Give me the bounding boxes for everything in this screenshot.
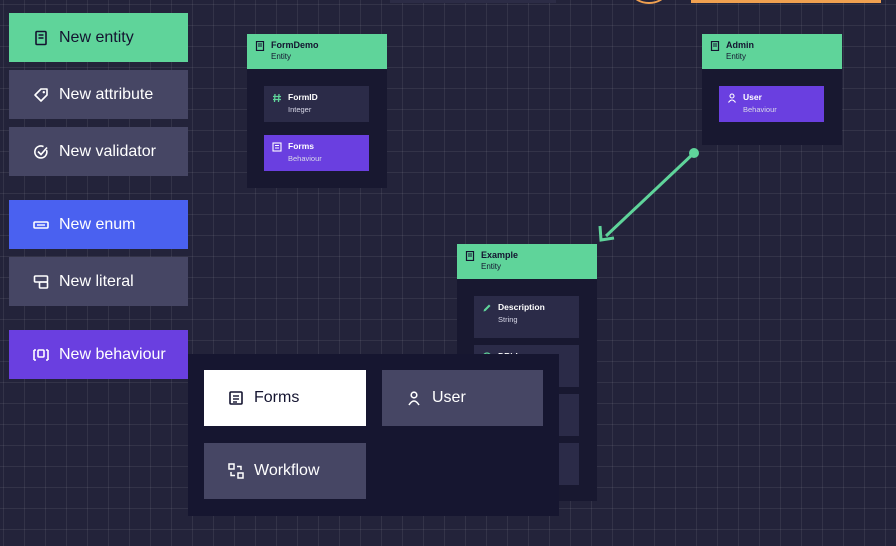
entity-name: Example — [481, 250, 519, 260]
behaviour-option-forms[interactable]: Forms — [204, 370, 366, 426]
pen-icon — [483, 304, 491, 312]
attribute-forms[interactable]: Forms Behaviour — [264, 135, 369, 171]
attribute-type: Behaviour — [288, 154, 322, 163]
attribute-type: Behaviour — [743, 105, 777, 114]
new-entity-label: New entity — [59, 28, 134, 46]
workflow-icon — [228, 463, 244, 479]
new-behaviour-button[interactable]: New behaviour — [9, 330, 188, 379]
attribute-description[interactable]: Description String — [474, 296, 579, 338]
entity-icon — [465, 251, 475, 261]
attribute-user[interactable]: User Behaviour — [719, 86, 824, 122]
check-circle-icon — [33, 144, 49, 160]
new-validator-label: New validator — [59, 142, 156, 160]
behaviour-picker-menu: Forms User Workflow — [188, 354, 559, 516]
form-icon — [229, 391, 243, 405]
new-enum-button[interactable]: New enum — [9, 200, 188, 249]
entity-type: Entity — [726, 52, 747, 61]
new-attribute-label: New attribute — [59, 85, 154, 103]
new-validator-button[interactable]: New validator — [9, 127, 188, 176]
attribute-name: FormID — [288, 92, 318, 102]
behaviour-option-user[interactable]: User — [382, 370, 543, 426]
entity-type: Entity — [271, 52, 292, 61]
relationship-arrowhead — [598, 225, 615, 242]
behaviour-icon — [33, 347, 49, 363]
new-literal-button[interactable]: New literal — [9, 257, 188, 306]
literal-icon — [33, 274, 49, 290]
top-bar-fragment — [390, 0, 556, 3]
entity-name: FormDemo — [271, 40, 319, 50]
entity-card-formdemo[interactable]: FormDemo Entity FormID Integer Forms Beh… — [247, 34, 387, 188]
attribute-name: User — [743, 92, 762, 102]
attribute-name: Forms — [288, 141, 314, 151]
behaviour-option-label: Workflow — [254, 462, 320, 479]
new-entity-button[interactable]: New entity — [9, 13, 188, 62]
entity-header[interactable]: Example Entity — [457, 244, 597, 279]
tag-icon — [33, 87, 49, 103]
entity-icon — [255, 41, 265, 51]
entity-name: Admin — [726, 40, 754, 50]
form-icon — [272, 142, 282, 152]
entity-icon — [710, 41, 720, 51]
entity-header[interactable]: FormDemo Entity — [247, 34, 387, 69]
user-icon — [728, 93, 736, 103]
attribute-type: String — [498, 315, 518, 324]
hash-icon — [273, 93, 281, 103]
new-attribute-button[interactable]: New attribute — [9, 70, 188, 119]
behaviour-option-label: User — [432, 389, 466, 406]
new-enum-label: New enum — [59, 215, 136, 233]
attribute-formid[interactable]: FormID Integer — [264, 86, 369, 122]
relationship-start-dot — [689, 148, 699, 158]
user-icon — [408, 391, 420, 406]
entity-card-admin[interactable]: Admin Entity User Behaviour — [702, 34, 842, 145]
attribute-name: Description — [498, 302, 545, 312]
new-literal-label: New literal — [59, 272, 134, 290]
relationship-line — [604, 151, 696, 238]
entity-type: Entity — [481, 262, 502, 271]
orange-bar-fragment[interactable] — [691, 0, 881, 3]
entity-icon — [33, 30, 49, 46]
entity-header[interactable]: Admin Entity — [702, 34, 842, 69]
attribute-type: Integer — [288, 105, 312, 114]
behaviour-option-label: Forms — [254, 389, 300, 406]
enum-icon — [33, 217, 49, 233]
behaviour-option-workflow[interactable]: Workflow — [204, 443, 366, 499]
new-behaviour-label: New behaviour — [59, 345, 166, 363]
